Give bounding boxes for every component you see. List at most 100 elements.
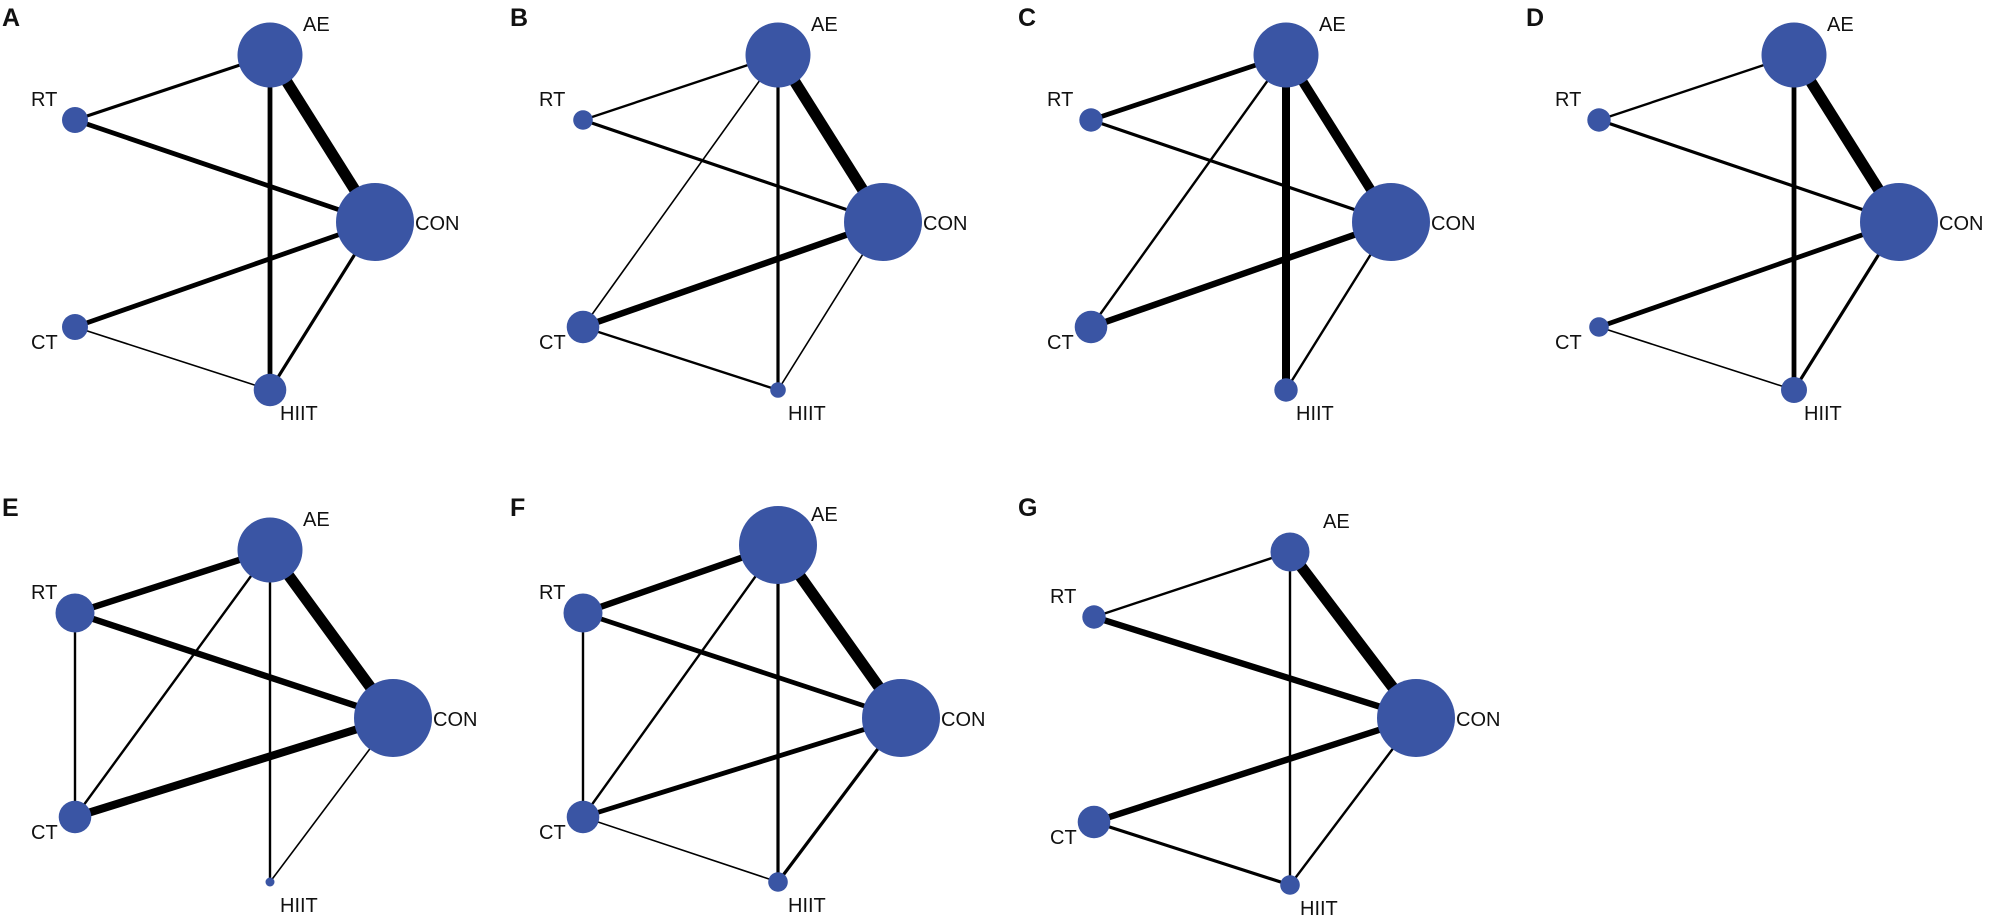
node-ae <box>1270 532 1310 572</box>
panel-letter-g: G <box>1018 494 1037 522</box>
edge-ct-con <box>1093 714 1417 826</box>
node-label-hiit: HIIT <box>788 895 826 917</box>
edge-ct-hiit <box>74 326 271 391</box>
panel-d-nodes: AE RT CON CT HIIT <box>1555 14 1983 425</box>
panel-d: D AE RT CON CT HIIT <box>1526 4 1983 425</box>
panel-a-edges <box>74 52 380 391</box>
panel-c-edges <box>1089 52 1396 391</box>
node-label-rt: RT <box>539 89 565 111</box>
node-rt <box>573 110 593 130</box>
node-hiit <box>1280 875 1300 895</box>
node-ae <box>237 22 303 88</box>
edge-ae-ct <box>1090 54 1287 328</box>
node-label-hiit: HIIT <box>280 895 318 917</box>
panel-b-edges <box>581 52 888 392</box>
node-label-ct: CT <box>31 822 58 844</box>
node-rt <box>563 593 603 633</box>
node-hiit <box>1274 378 1298 402</box>
edge-rt-con <box>1093 613 1417 722</box>
node-label-ae: AE <box>811 14 838 36</box>
node-con <box>336 183 414 261</box>
edge-rt-con <box>582 118 884 224</box>
node-hiit <box>265 877 275 887</box>
edge-ae-ct <box>74 549 271 818</box>
node-ae <box>745 22 811 88</box>
node-label-ae: AE <box>1827 14 1854 36</box>
node-con <box>1352 183 1430 261</box>
edge-ae-rt <box>74 53 271 122</box>
edge-ae-ct <box>582 544 779 818</box>
node-label-rt: RT <box>1050 586 1076 608</box>
node-label-con: CON <box>923 213 967 235</box>
edge-rt-con <box>1598 118 1900 224</box>
panel-letter-d: D <box>1526 4 1544 32</box>
node-label-rt: RT <box>31 582 57 604</box>
edge-rt-con <box>1090 118 1392 224</box>
panel-f-edges <box>581 541 906 883</box>
edge-ct-hiit <box>582 325 779 392</box>
node-con <box>1860 183 1938 261</box>
panel-letter-c: C <box>1018 4 1036 32</box>
node-con <box>844 183 922 261</box>
node-label-ct: CT <box>539 822 566 844</box>
node-hiit <box>768 872 788 892</box>
edge-ct-con <box>74 219 376 330</box>
node-rt <box>1082 605 1106 629</box>
node-rt <box>55 593 95 633</box>
node-label-ae: AE <box>811 504 838 526</box>
node-ct <box>566 800 600 834</box>
edge-ae-ct <box>582 54 779 328</box>
edge-ct-hiit <box>1598 326 1795 391</box>
node-label-ct: CT <box>1555 332 1582 354</box>
node-label-con: CON <box>1456 709 1500 731</box>
node-ct <box>62 314 88 340</box>
node-label-ae: AE <box>1323 511 1350 533</box>
edge-ct-con <box>581 218 885 331</box>
edge-ae-rt <box>74 546 271 617</box>
edge-ae-rt <box>582 53 779 122</box>
node-ae <box>237 517 303 583</box>
node-label-hiit: HIIT <box>1296 403 1334 425</box>
node-label-ct: CT <box>1050 827 1077 849</box>
edge-ae-rt <box>1090 52 1287 123</box>
node-hiit <box>770 382 786 398</box>
panel-letter-f: F <box>510 494 525 522</box>
node-label-con: CON <box>1939 213 1983 235</box>
node-label-con: CON <box>415 213 459 235</box>
node-label-hiit: HIIT <box>788 403 826 425</box>
node-label-rt: RT <box>1555 89 1581 111</box>
node-label-hiit: HIIT <box>1804 403 1842 425</box>
node-label-ae: AE <box>1319 14 1346 36</box>
panel-letter-e: E <box>2 494 19 522</box>
panel-e-edges <box>73 546 398 883</box>
node-ct <box>1074 310 1108 344</box>
edge-ct-hiit <box>582 816 779 883</box>
node-label-rt: RT <box>31 89 57 111</box>
node-con <box>1377 679 1455 757</box>
edge-rt-con <box>74 117 376 225</box>
node-rt <box>1587 108 1611 132</box>
node-ae <box>739 506 817 584</box>
node-ct <box>1077 805 1111 839</box>
node-label-hiit: HIIT <box>280 403 318 425</box>
node-label-con: CON <box>1431 213 1475 235</box>
node-ct <box>58 800 92 834</box>
node-ae <box>1253 22 1319 88</box>
node-ae <box>1761 22 1827 88</box>
node-ct <box>566 310 600 344</box>
panel-d-edges <box>1598 52 1904 391</box>
node-label-rt: RT <box>1047 89 1073 111</box>
node-hiit <box>1781 377 1807 403</box>
edge-ae-rt <box>1093 550 1291 619</box>
